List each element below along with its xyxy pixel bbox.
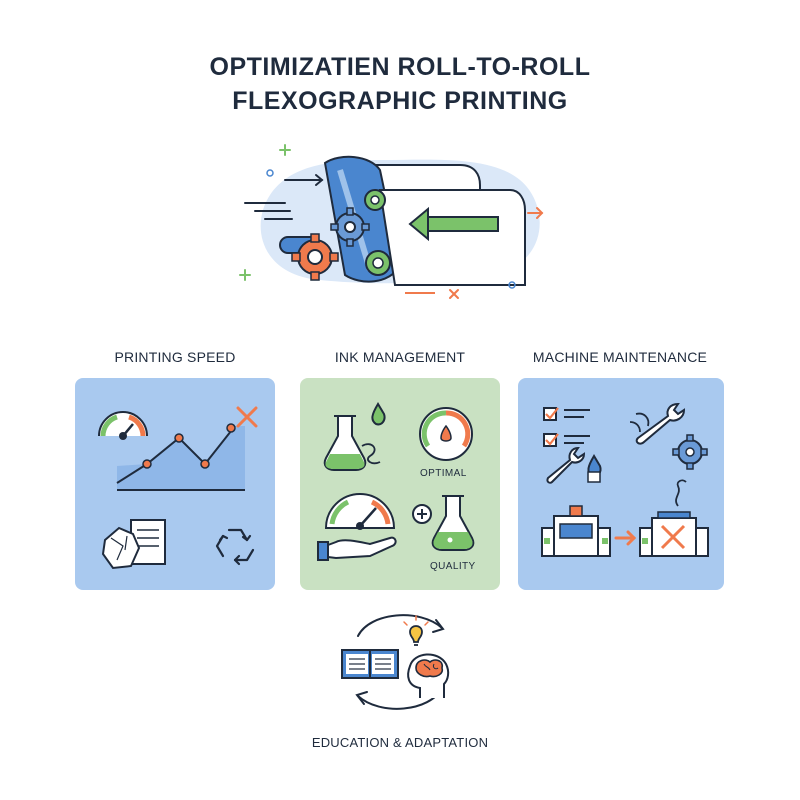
- crumpled-paper-icon: [101, 519, 166, 570]
- caption-optimal: OPTIMAL: [420, 468, 467, 479]
- flask-drop-icon: [323, 402, 386, 471]
- line-graph-icon: [116, 423, 245, 491]
- sparkle-arrow-icon: [527, 207, 544, 219]
- title-line-1: OPTIMIZATIEN ROLL-TO-ROLL: [209, 53, 591, 81]
- checklist-icon: [543, 407, 590, 447]
- roll-to-roll-machine-illustration: [239, 144, 544, 299]
- sparkle-x-icon: [449, 289, 459, 299]
- speed-lines-icon: [244, 202, 293, 220]
- page-title: OPTIMIZATIEN ROLL-TO-ROLL FLEXOGRAPHIC P…: [0, 50, 800, 118]
- caption-quality: QUALITY: [430, 561, 476, 572]
- wrench-gear-icon: [629, 402, 708, 470]
- recycle-icon: [215, 528, 255, 566]
- paper-sheet-front: [378, 189, 526, 286]
- panel-label-machine-maintenance: MACHINE MAINTENANCE: [532, 349, 708, 365]
- gauge-icon: [419, 407, 473, 461]
- broken-machine-icon: [639, 479, 709, 557]
- plus-flask-icon: [412, 495, 475, 551]
- panel-label-printing-speed: PRINTING SPEED: [114, 349, 236, 365]
- book-icon: [341, 649, 399, 679]
- sparkle-plus-icon: [239, 144, 291, 281]
- panel-label-ink-management: INK MANAGEMENT: [334, 349, 466, 365]
- gear-orange-icon: [291, 233, 339, 281]
- x-mark-icon: [236, 406, 258, 428]
- panel-machine-maintenance: [518, 378, 724, 590]
- arrow-right-icon: [614, 530, 637, 546]
- brain-head-icon: [407, 653, 450, 698]
- lightbulb-icon: [403, 615, 429, 646]
- panel-ink-management: OPTIMAL QUALITY: [300, 378, 500, 590]
- gear-blue-icon: [330, 207, 370, 247]
- panel-printing-speed: [75, 378, 275, 590]
- speedometer-icon: [98, 411, 148, 440]
- title-line-2: FLEXOGRAPHIC PRINTING: [232, 87, 568, 115]
- machine-icon: [541, 505, 611, 557]
- green-arrow-icon: [408, 206, 499, 242]
- feed-arrow-icon: [284, 174, 324, 186]
- education-label: EDUCATION & ADAPTATION: [311, 735, 489, 750]
- speedometer-hand-icon: [317, 493, 397, 561]
- wrench-drop-icon: [546, 446, 602, 484]
- education-cycle-illustration: [341, 614, 450, 710]
